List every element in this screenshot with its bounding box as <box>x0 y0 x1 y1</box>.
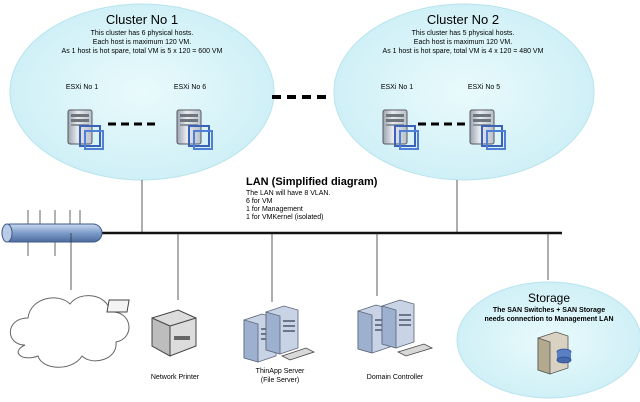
lan-desc-line-1: The LAN will have 8 VLAN. <box>246 190 331 197</box>
lan-desc-line-2: 6 for VM <box>246 198 273 205</box>
lan-desc-line-3: 1 for Management <box>246 206 303 213</box>
network-hub-icon <box>1 210 103 256</box>
thinapp-server-label: ThinApp Server <box>255 368 305 375</box>
cluster-2-desc-line-3: As 1 host is hot spare, total VM is 4 x … <box>382 48 544 55</box>
keyboard-icon <box>280 347 316 361</box>
cluster-2-host-a-label: ESXi No 1 <box>380 84 414 91</box>
cluster-1-desc-line-3: As 1 host is hot spare, total VM is 5 x … <box>61 48 223 55</box>
storage-device-icon <box>537 331 572 375</box>
cluster-2-desc-line-1: This cluster has 5 physical hosts. <box>411 30 515 37</box>
keyboard-icon <box>396 343 434 357</box>
storage-desc-line-1: The SAN Switches + SAN Storage <box>492 307 606 314</box>
server-icon <box>381 299 415 349</box>
lan-drops <box>70 233 549 302</box>
cluster-1-desc-line-1: This cluster has 6 physical hosts. <box>90 30 194 37</box>
cluster-1-host-b-label: ESXi No 6 <box>173 84 207 91</box>
storage-title: Storage <box>527 291 571 305</box>
cluster-2-title: Cluster No 2 <box>426 12 500 27</box>
server-icon <box>265 305 299 355</box>
cluster-1-host-a-label: ESXi No 1 <box>65 84 99 91</box>
lan-desc-line-4: 1 for VMKernel (isolated) <box>246 214 324 221</box>
network-printer-icon <box>106 299 197 357</box>
cluster-2-desc-line-2: Each host is maximum 120 VM. <box>413 39 513 46</box>
cluster-1-title: Cluster No 1 <box>105 12 179 27</box>
domain-controller-label: Domain Controller <box>366 374 424 381</box>
thinapp-server-sublabel: (File Server) <box>260 377 300 384</box>
cluster-1-desc-line-2: Each host is maximum 120 VM. <box>92 39 192 46</box>
cluster-2-host-b-label: ESXi No 5 <box>467 84 501 91</box>
lan-title: LAN (Simplified diagram) <box>246 176 378 188</box>
network-printer-label: Network Printer <box>150 374 200 381</box>
cloud-icon <box>9 295 130 368</box>
storage-desc-line-2: needs connection to Management LAN <box>484 316 614 323</box>
